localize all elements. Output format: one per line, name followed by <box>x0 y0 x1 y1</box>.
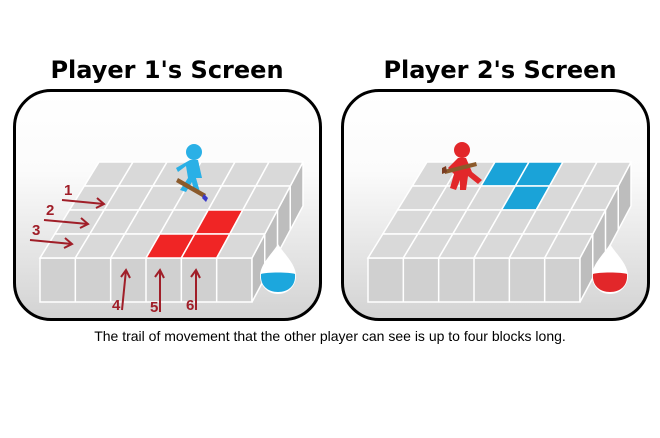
column-arrow-head <box>154 268 165 279</box>
board-tile <box>543 233 595 259</box>
row-arrow-head <box>63 237 74 249</box>
player-2-title: Player 2's Screen <box>383 56 617 84</box>
player-head <box>454 142 470 158</box>
column-arrow-head <box>120 268 131 279</box>
column-label: 6 <box>186 297 194 314</box>
brush-tip <box>202 194 208 202</box>
drop-fill <box>592 272 628 292</box>
row-arrow <box>61 199 105 205</box>
player-2-screen <box>341 89 650 321</box>
player-2-board <box>366 142 633 303</box>
row-arrow-head <box>79 217 90 229</box>
paint-brush-icon <box>176 178 206 198</box>
row-label: 3 <box>32 222 40 239</box>
player-body <box>448 158 482 190</box>
row-arrow <box>29 239 73 245</box>
game-board <box>366 161 633 303</box>
player-head <box>186 144 202 160</box>
caption: The trail of movement that the other pla… <box>94 328 566 344</box>
movement-annotations: 123 4 5 6 <box>29 182 201 316</box>
water-drop-icon <box>592 244 628 294</box>
row-label: 1 <box>64 182 72 199</box>
drop-fill <box>260 272 296 292</box>
column-arrow-head <box>190 268 201 279</box>
row-label: 2 <box>46 202 54 219</box>
brush-tip <box>442 166 447 174</box>
board-tile <box>215 233 267 259</box>
water-drop-icon <box>260 244 296 294</box>
player-1-avatar <box>176 144 208 202</box>
player-1-title: Player 1's Screen <box>50 56 284 84</box>
player-body <box>176 160 202 192</box>
paint-brush-icon <box>444 162 477 174</box>
column-label: 5 <box>150 299 158 316</box>
column-label: 4 <box>112 297 121 314</box>
row-arrow <box>43 219 89 225</box>
row-arrow-head <box>95 197 106 209</box>
column-arrow <box>121 269 127 311</box>
player-2-avatar <box>442 142 482 190</box>
player-1-board: 123 4 5 6 <box>29 144 305 316</box>
game-board <box>38 161 305 303</box>
